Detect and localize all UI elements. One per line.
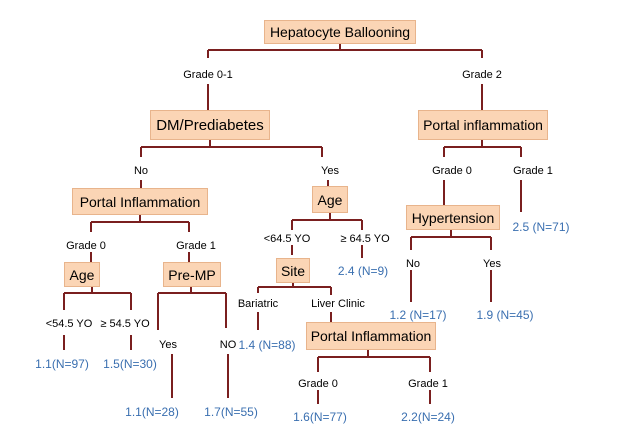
node-hypertension: Hypertension xyxy=(406,205,500,230)
edge-label-no: No xyxy=(133,165,149,177)
edge-label-hypertension-yes: Yes xyxy=(483,258,501,270)
node-site: Site xyxy=(276,258,310,283)
edge-label-yes: Yes xyxy=(321,165,339,177)
edge-label-portal-left-grade-1: Grade 1 xyxy=(176,240,216,252)
edge-label-ge-64-5: ≥ 64.5 YO xyxy=(340,233,390,245)
node-portal-inflammation-right: Portal inflammation xyxy=(418,110,548,140)
node-hepatocyte-ballooning: Hepatocyte Ballooning xyxy=(264,20,416,44)
edge-label-lt-54-5: <54.5 YO xyxy=(45,318,93,330)
leaf-value-1-1-n28: 1.1(N=28) xyxy=(125,405,179,419)
edge-label-portal-bottom-grade-1: Grade 1 xyxy=(408,378,448,390)
edge-label-pre-mp-no: NO xyxy=(219,339,237,351)
leaf-value-1-4: 1.4 (N=88) xyxy=(238,338,296,352)
leaf-value-1-2: 1.2 (N=17) xyxy=(389,308,447,322)
leaf-value-1-5: 1.5(N=30) xyxy=(103,357,157,371)
edge-label-hypertension-no: No xyxy=(405,258,421,270)
leaf-value-1-6: 1.6(N=77) xyxy=(293,410,347,424)
edge-label-lt-64-5: <64.5 YO xyxy=(263,233,311,245)
node-portal-inflammation-bottom: Portal Inflammation xyxy=(306,322,436,350)
node-pre-mp: Pre-MP xyxy=(163,262,221,287)
leaf-value-1-7: 1.7(N=55) xyxy=(204,405,258,419)
edge-label-portal-left-grade-0: Grade 0 xyxy=(66,240,106,252)
node-age-left: Age xyxy=(64,262,100,287)
node-dm-prediabetes: DM/Prediabetes xyxy=(150,110,270,140)
edge-label-ge-54-5: ≥ 54.5 YO xyxy=(100,318,150,330)
node-age-mid: Age xyxy=(312,186,348,213)
edge-label-portal-right-grade-0: Grade 0 xyxy=(432,165,472,177)
leaf-value-1-1-n97: 1.1(N=97) xyxy=(35,357,89,371)
edge-label-portal-right-grade-1: Grade 1 xyxy=(513,165,553,177)
edge-label-pre-mp-yes: Yes xyxy=(159,339,177,351)
node-portal-inflammation-left: Portal Inflammation xyxy=(72,188,208,215)
edge-label-bariatric: Bariatric xyxy=(237,298,279,310)
leaf-value-1-9: 1.9 (N=45) xyxy=(476,308,534,322)
edge-label-liver-clinic: Liver Clinic xyxy=(311,298,365,310)
leaf-value-2-4: 2.4 (N=9) xyxy=(337,264,389,278)
edge-label-portal-bottom-grade-0: Grade 0 xyxy=(298,378,338,390)
leaf-value-2-5: 2.5 (N=71) xyxy=(512,220,570,234)
leaf-value-2-2: 2.2(N=24) xyxy=(401,410,455,424)
edge-label-grade-2: Grade 2 xyxy=(462,69,502,81)
edge-label-grade-0-1: Grade 0-1 xyxy=(183,69,233,81)
